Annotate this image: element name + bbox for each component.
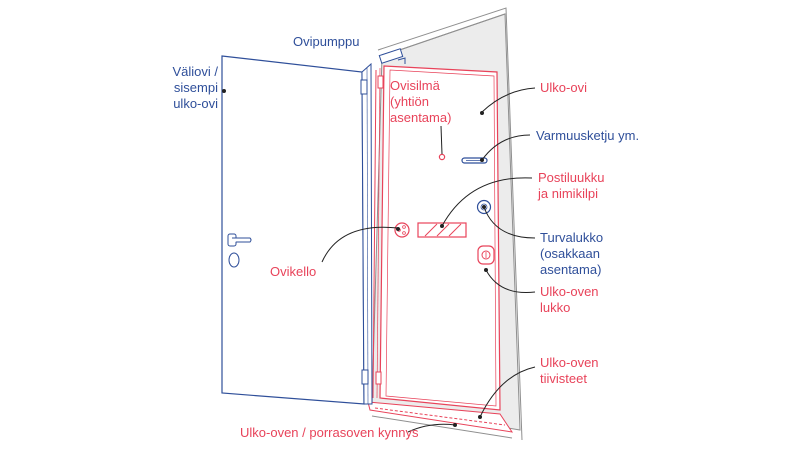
leader-lukko xyxy=(485,269,536,294)
leader-dots xyxy=(222,89,488,427)
label-valiovi: Väliovi / sisempi ulko-ovi xyxy=(152,64,218,112)
label-tiivisteet-line1: Ulko-oven xyxy=(540,355,599,370)
label-lukko-line2: lukko xyxy=(540,300,571,315)
hinge-icon xyxy=(360,79,368,95)
leader-lines xyxy=(321,87,536,433)
label-valiovi-line2: sisempi xyxy=(173,80,218,95)
label-ulko-oven-lukko: Ulko-oven lukko xyxy=(540,284,599,316)
hinge-icon xyxy=(361,369,369,385)
threshold-dash xyxy=(374,407,506,426)
label-valiovi-line3: ulko-ovi xyxy=(173,96,218,111)
label-ovipumppu: Ovipumppu xyxy=(293,34,360,49)
label-postiluukku-line2: ja nimikilpi xyxy=(538,186,598,201)
frame-top-line xyxy=(381,13,506,57)
label-tiivisteet-line2: tiivisteet xyxy=(540,371,587,386)
label-tiivisteet: Ulko-oven tiivisteet xyxy=(540,355,599,387)
label-ovisilma: Ovisilmä (yhtiön asentama) xyxy=(390,78,451,126)
leader-ulko-ovi xyxy=(481,87,536,113)
outer-door-jamb-a xyxy=(372,69,377,399)
inner-door-edge-line xyxy=(366,67,369,405)
door-handle-icon xyxy=(227,233,252,247)
label-ovikello: Ovikello xyxy=(270,264,317,279)
frame-outer-edge xyxy=(377,7,523,441)
hinge-icon xyxy=(375,371,382,385)
inner-door-edge xyxy=(361,62,373,405)
outer-door-jamb-b xyxy=(376,67,381,399)
door-closer-icon xyxy=(378,48,406,64)
outer-door-inner-edge xyxy=(385,69,497,407)
label-kynnys: Ulko-oven / porrasoven kynnys xyxy=(240,425,419,440)
label-postiluukku: Postiluukku ja nimikilpi xyxy=(538,170,604,202)
leader-kynnys xyxy=(407,423,456,433)
label-ovisilma-line3: asentama) xyxy=(390,110,452,125)
hinge-icon xyxy=(377,75,384,89)
door-lock-icon xyxy=(477,245,495,265)
inner-door-panel xyxy=(221,55,365,405)
threshold-edge xyxy=(371,415,513,439)
leader-postiluukku xyxy=(441,177,533,227)
outer-door-panel xyxy=(379,65,501,411)
leader-turvalukko xyxy=(483,206,536,239)
label-turvalukko-line1: Turvalukko xyxy=(540,230,604,245)
label-lukko-line1: Ulko-oven xyxy=(540,284,599,299)
label-ulko-ovi: Ulko-ovi xyxy=(540,80,587,95)
peephole-icon xyxy=(438,153,446,161)
label-ovisilma-line1: Ovisilmä xyxy=(390,78,440,93)
label-postiluukku-line1: Postiluukku xyxy=(538,170,605,185)
leader-ovikello xyxy=(321,226,399,263)
label-turvalukko-line3: asentama) xyxy=(540,262,602,277)
label-ovisilma-line2: (yhtiön xyxy=(390,94,430,109)
leader-ovisilma xyxy=(440,125,443,155)
label-turvalukko: Turvalukko (osakkaan asentama) xyxy=(540,230,603,278)
label-valiovi-line1: Väliovi / xyxy=(172,64,218,79)
label-varmuusketju: Varmuusketju ym. xyxy=(536,128,640,143)
leader-tiivisteet xyxy=(479,366,536,418)
leader-varmuusketju xyxy=(481,134,531,161)
keyhole-icon xyxy=(228,252,240,268)
doorbell-icon xyxy=(394,222,410,238)
mail-slot-icon xyxy=(417,222,467,238)
label-turvalukko-line2: (osakkaan xyxy=(540,246,600,261)
